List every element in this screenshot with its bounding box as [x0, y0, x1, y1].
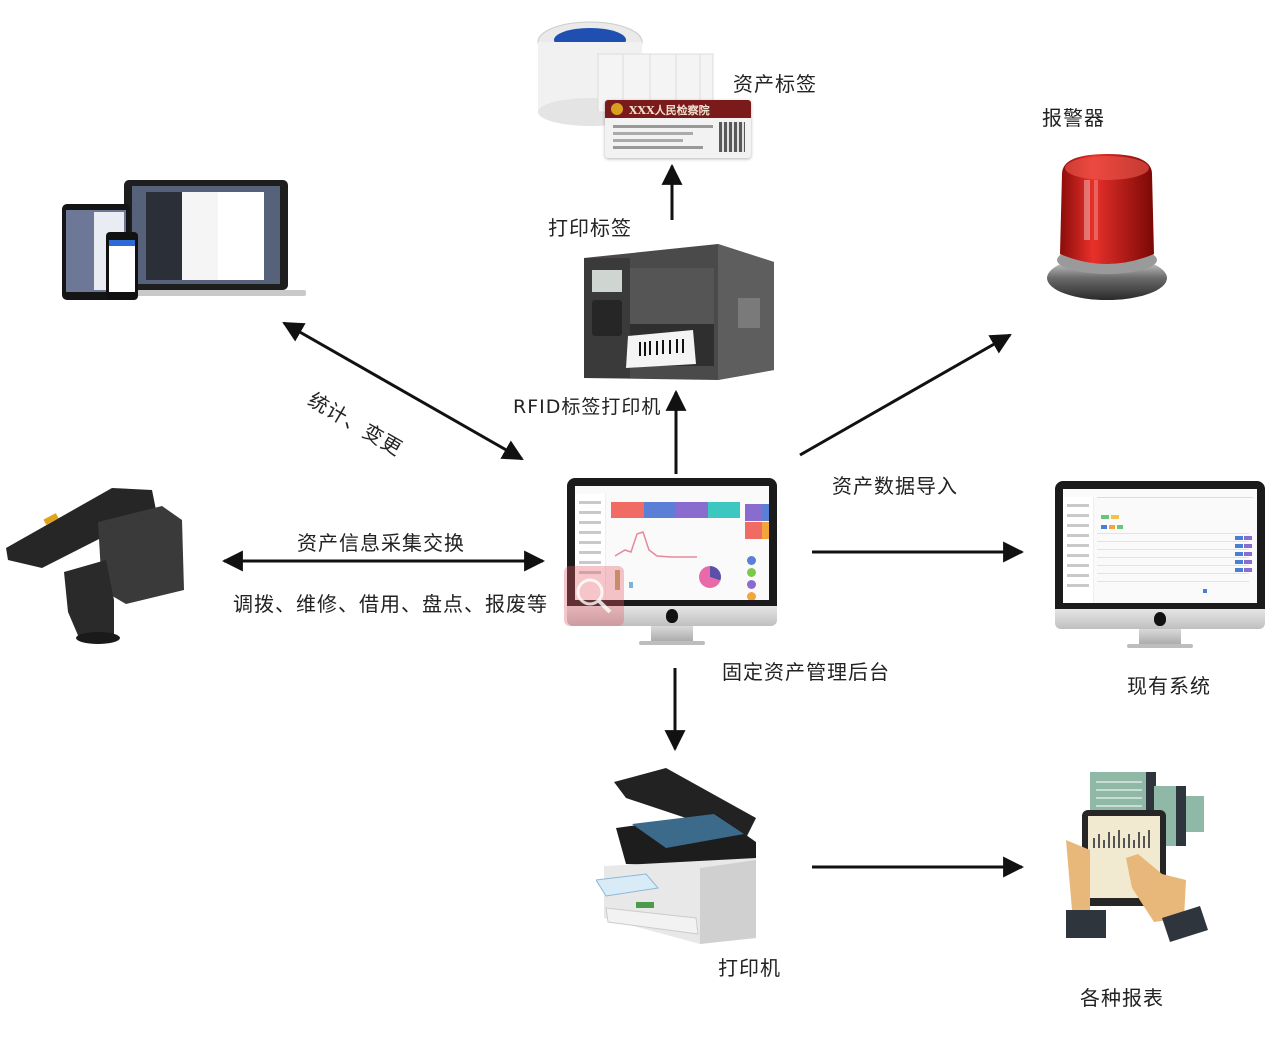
center-label: 固定资产管理后台	[722, 660, 890, 684]
printer-node	[595, 768, 766, 944]
apple-logo-icon	[1154, 612, 1166, 626]
existing-system-label: 现有系统	[1127, 674, 1211, 698]
line-chart-icon	[614, 531, 697, 558]
print-label-edge-label: 打印标签	[548, 216, 632, 240]
reports-label: 各种报表	[1080, 986, 1164, 1010]
devices-node	[62, 180, 308, 304]
alarm-label: 报警器	[1042, 106, 1105, 130]
label-printer-icon	[584, 244, 774, 380]
asset-tag-card: XXX人民检察院	[605, 100, 751, 158]
search-icon	[576, 578, 612, 614]
arrow-center-devices	[282, 321, 524, 461]
pie-chart-icon	[699, 566, 721, 588]
emblem-icon	[611, 103, 623, 115]
apple-logo-icon	[666, 609, 678, 623]
printer-label: 打印机	[718, 956, 781, 980]
rfid-handheld-reader-icon	[6, 488, 184, 644]
exchange-edge-label: 资产信息采集交换	[297, 531, 465, 555]
magnifier-overlay[interactable]	[564, 566, 624, 626]
asset-tag-node: XXX人民检察院	[528, 12, 758, 162]
center-monitor-node	[567, 478, 777, 646]
exchange-edge-sublabel: 调拨、维修、借用、盘点、报废等	[233, 592, 548, 616]
arrow-center-to-alarm	[799, 333, 1012, 457]
multi-device-icon	[62, 180, 306, 300]
qr-code-icon	[719, 122, 745, 152]
alarm-node	[1044, 150, 1170, 302]
alarm-beacon-icon	[1047, 154, 1167, 300]
report-tablet-icon	[1066, 772, 1208, 942]
handheld-node	[2, 480, 192, 644]
existing-system-node	[1055, 481, 1265, 649]
rfid-printer-node	[578, 238, 774, 380]
asset-tag-label: 资产标签	[733, 72, 817, 96]
dashboard-screen	[575, 486, 769, 600]
office-printer-icon	[595, 768, 756, 944]
tag-card-header: XXX人民检察院	[629, 104, 710, 117]
reports-node	[1062, 770, 1212, 942]
rfid-printer-label: RFID标签打印机	[513, 396, 662, 418]
existing-system-screen	[1063, 489, 1257, 603]
data-import-edge-label: 资产数据导入	[832, 474, 958, 498]
